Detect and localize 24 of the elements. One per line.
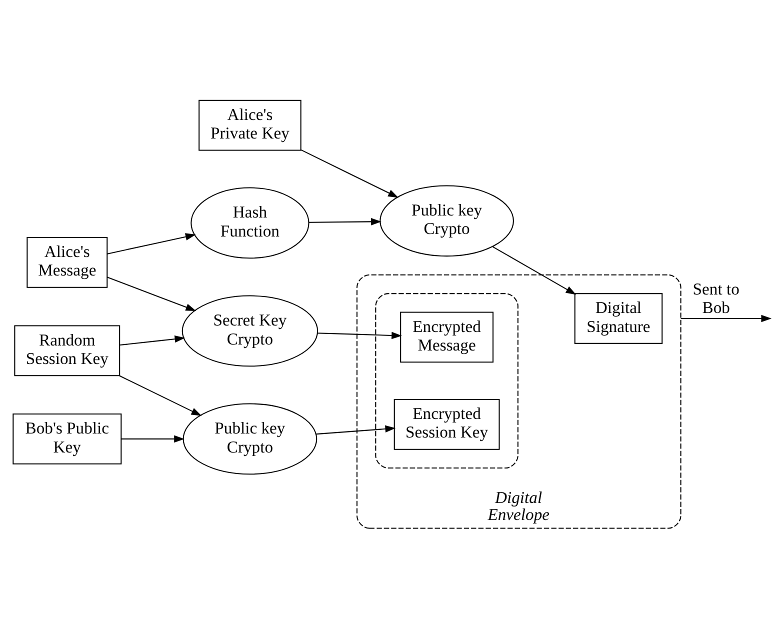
arrow [106, 232, 196, 254]
node-box: Alice's Message [26, 236, 108, 288]
arrow [119, 334, 185, 346]
node-ellipse: Hash Function [190, 186, 309, 258]
node-ellipse: Public key Crypto [379, 184, 514, 256]
arrow [316, 424, 396, 434]
node-box: Alice's Private Key [198, 99, 301, 150]
arrow [492, 246, 576, 294]
node-box: Encrypted Message [400, 311, 494, 362]
arrow [300, 148, 398, 198]
edge-label: Sent to Bob [692, 278, 739, 317]
node-ellipse: Public key Crypto [182, 402, 317, 474]
arrow [680, 314, 772, 322]
cluster [374, 292, 518, 468]
node-box: Bob's Public Key [12, 413, 122, 464]
node-ellipse: Secret Key Crypto [181, 294, 318, 366]
arrow [106, 276, 196, 310]
node-box: Encrypted Session Key [393, 398, 500, 450]
node-box: Random Session Key [14, 324, 120, 376]
arrow [316, 331, 402, 339]
node-box: Digital Signature [574, 292, 662, 344]
arrow [308, 218, 381, 225]
arrow [118, 374, 202, 416]
arrow [120, 434, 184, 442]
